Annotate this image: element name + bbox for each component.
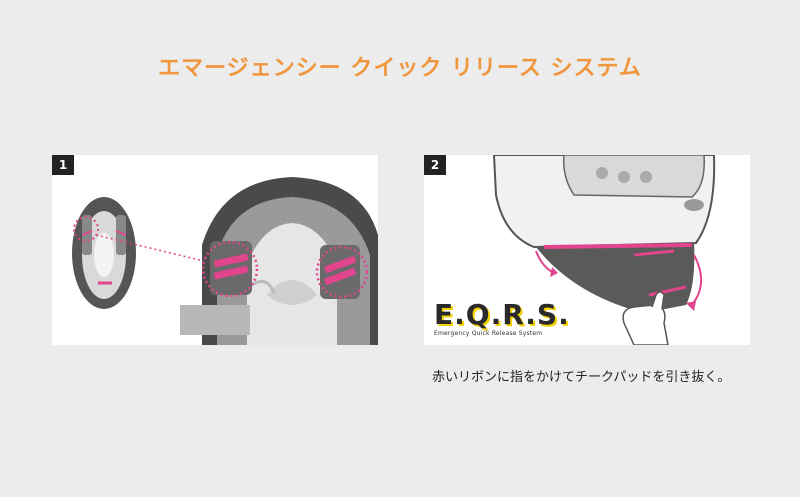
helmet-side-view — [492, 155, 716, 345]
eqrs-logo: E.Q.R.S. Emergency Quick Release System — [434, 298, 570, 338]
helmet-side-diagram — [492, 155, 716, 345]
step-2-caption: 赤いリボンに指をかけてチークパッドを引き抜く。 — [432, 370, 731, 385]
eqrs-logo-subtitle: Emergency Quick Release System — [434, 330, 543, 337]
large-helmet-view — [180, 177, 378, 345]
step-1-badge: 1 — [52, 155, 74, 175]
page-title: エマージェンシー クイック リリース システム — [158, 56, 642, 81]
step-2-badge: 2 — [424, 155, 446, 175]
eqrs-logo-text: E.Q.R.S. — [434, 298, 570, 331]
step-1-illustration: 1 — [52, 155, 378, 345]
helmet-cheekpad-diagram — [72, 177, 378, 345]
step-2-illustration: 2 E.Q.R.S. Emergency Quick Release Syste — [424, 155, 750, 345]
small-helmet-icon — [72, 197, 136, 309]
